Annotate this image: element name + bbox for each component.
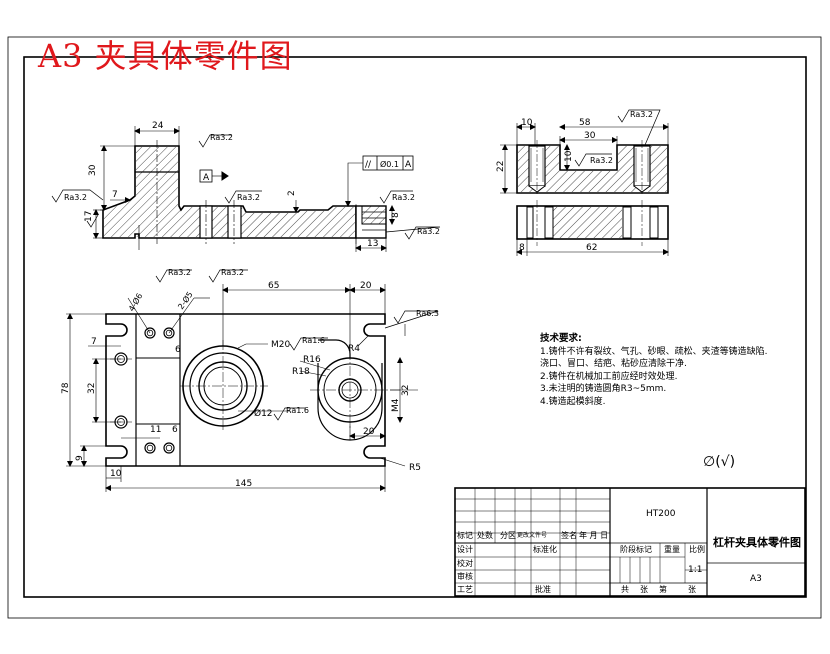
dim-r18: R18 <box>292 367 310 377</box>
dim-front-slot-width: 13 <box>367 239 378 249</box>
tol-datum: A <box>405 160 412 170</box>
tb-h-count: 处数 <box>477 531 493 540</box>
tb-approve: 批准 <box>535 585 551 594</box>
tb-sheets-total: 共 <box>621 585 629 594</box>
inner-frame <box>23 56 807 598</box>
tb-process: 工艺 <box>457 585 473 594</box>
tb-design: 设计 <box>457 545 473 554</box>
general-roughness: ∅(√) <box>703 454 735 470</box>
dim-top-hole-gap2: 6 <box>175 345 181 355</box>
roughness-labels: Ra3.2 Ra3.2 Ra3.2 Ra3.2 Ra3.2 Ra3.2 Ra3.… <box>64 110 653 415</box>
ra-side-top: Ra3.2 <box>630 110 653 119</box>
note-item: 2.铸件在机械加工前应经时效处理. <box>540 371 678 382</box>
dim-side-height: 22 <box>496 161 506 172</box>
tb-sheet-no: 第 <box>659 585 667 594</box>
ra-top-bore: Ra1.6 <box>286 406 309 415</box>
dim-top-total: 145 <box>235 479 252 489</box>
dim-front-top-width: 24 <box>152 121 164 131</box>
dim-hole-2x: 2-Ø5 <box>175 290 194 312</box>
dim-side-left: 10 <box>521 118 533 128</box>
dim-top-m4: M4 <box>391 398 401 412</box>
ra-top-thread: Ra1.6 <box>302 336 325 345</box>
dim-top-right: 20 <box>360 281 372 291</box>
dim-side-slot-depth: 10 <box>564 150 574 162</box>
dim-top-hole-spacing: 32 <box>87 383 97 394</box>
dim-front-small: 7 <box>112 190 118 200</box>
tb-stage-mark: 阶段标记 <box>620 545 652 554</box>
tb-drawing-name: 杠杆夹具体零件图 <box>713 536 801 549</box>
dim-top-left-offset: 10 <box>110 469 122 479</box>
dim-front-height: 30 <box>88 164 98 176</box>
title-block <box>454 487 806 597</box>
tb-h-date: 年 月 日 <box>579 531 609 540</box>
ra-top-holes-b: Ra3.2 <box>221 268 244 277</box>
note-item: 3.未注明的铸造圆角R3~5mm. <box>540 384 667 394</box>
dim-r4: R4 <box>348 344 360 354</box>
dim-top-left-hole: 7 <box>91 337 97 347</box>
dim-r16: R16 <box>303 355 321 365</box>
dim-front-slot-depth: 8 <box>391 212 401 218</box>
dim-top-hole-x: 11 <box>150 425 161 435</box>
ra-front-left: Ra3.2 <box>64 193 87 202</box>
tb-standardize: 标准化 <box>533 545 557 554</box>
ra-front-slot: Ra3.2 <box>417 227 440 236</box>
dim-front-base: 17 <box>84 211 94 222</box>
notes-heading: 技术要求: <box>540 333 582 344</box>
dim-hole-4x: 4-Ø6 <box>126 291 144 313</box>
dim-side-width: 58 <box>579 118 591 128</box>
dim-top-hole-gap: 6 <box>172 425 178 435</box>
tb-h-zone: 分区 <box>500 531 516 540</box>
tb-h-mark: 标记 <box>457 531 473 540</box>
tb-review: 审核 <box>457 572 473 581</box>
dim-r5: R5 <box>409 463 421 473</box>
dim-top-right-height: 32 <box>401 385 411 396</box>
ra-side-slot: Ra3.2 <box>590 156 613 165</box>
dim-m20: M20 <box>271 340 290 350</box>
sheet-title: A3 夹具体零件图 <box>38 37 293 75</box>
tb-h-doc: 更改文件号 <box>517 532 548 539</box>
note-item: 1.铸件不许有裂纹、气孔、砂眼、疏松、夹渣等铸造缺陷. <box>540 346 768 357</box>
technical-requirements: 技术要求: 1.铸件不许有裂纹、气孔、砂眼、疏松、夹渣等铸造缺陷. 浇口、冒口、… <box>540 333 810 408</box>
tb-sheet-unit2: 张 <box>688 585 696 594</box>
dim-top-right-bottom: 20 <box>363 427 375 437</box>
tb-sheet-size: A3 <box>750 574 762 584</box>
front-section-view <box>51 126 441 252</box>
dim-side-total: 62 <box>586 243 597 253</box>
ra-front-top: Ra3.2 <box>210 133 233 142</box>
ra-top-holes-a: Ra3.2 <box>168 268 191 277</box>
dim-side-bottom-left: 8 <box>519 243 525 253</box>
dim-phi12: Ø12 <box>254 408 273 419</box>
tb-material: HT200 <box>646 509 676 519</box>
datum-label: A <box>203 173 210 183</box>
dim-top-bottom-hole: 9 <box>75 455 85 461</box>
tb-weight: 重量 <box>664 545 680 554</box>
side-section-view <box>500 109 669 256</box>
tol-symbol: // <box>365 160 372 170</box>
dim-front-step: 2 <box>287 190 297 196</box>
note-item: 4.铸造起模斜度. <box>540 396 606 407</box>
tol-value: Ø0.1 <box>380 159 399 169</box>
tb-ratio-label: 比例 <box>689 545 705 554</box>
tb-check: 校对 <box>457 559 473 568</box>
dim-top-center: 65 <box>268 281 279 291</box>
note-item: 浇口、冒口、结疤、粘砂应清除干净. <box>540 359 687 369</box>
tb-sheets-unit: 张 <box>640 585 648 594</box>
top-view <box>66 269 439 492</box>
dim-top-height: 78 <box>61 382 71 394</box>
tb-h-sign: 签名 <box>561 531 577 540</box>
outer-border <box>7 36 822 619</box>
ra-top-slot: Ra6.3 <box>416 309 439 318</box>
tb-scale: 1:1 <box>688 565 703 575</box>
ra-front-mid: Ra3.2 <box>237 193 260 202</box>
dim-side-slot-width: 30 <box>584 131 596 141</box>
ra-front-right: Ra3.2 <box>392 193 415 202</box>
